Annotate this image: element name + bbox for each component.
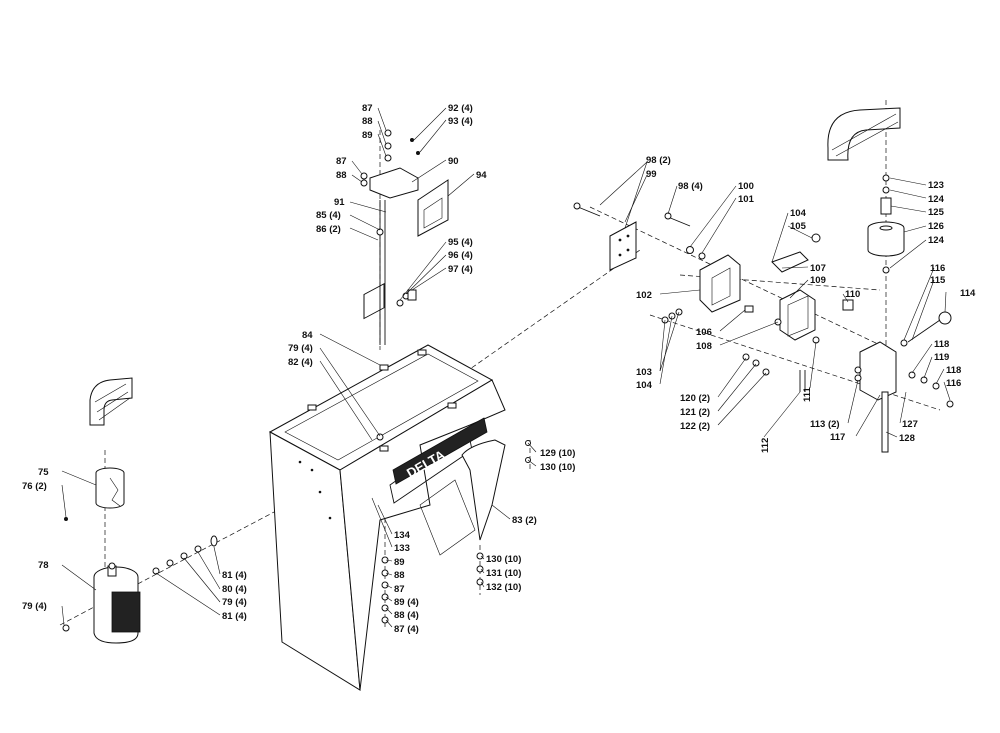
label-104-top: 104 [790,208,807,219]
label-130-top: 130 (10) [540,462,575,473]
label-131: 131 (10) [486,568,521,579]
label-79-mid: 79 (4) [222,597,247,608]
label-118-top: 118 [934,339,949,350]
label-92: 92 (4) [448,103,473,114]
label-94: 94 [476,170,487,181]
label-118-bottom: 118 [946,365,961,376]
drive-drum [95,467,125,509]
label-78: 78 [38,560,49,571]
label-105: 105 [790,221,807,232]
label-130-bottom: 130 (10) [486,554,521,565]
label-119: 119 [934,352,949,363]
label-88-bottom: 88 (4) [394,610,419,621]
label-113: 113 (2) [810,419,840,430]
label-112: 112 [760,438,771,453]
assembly-centerlines [59,100,941,630]
label-110: 110 [845,289,860,300]
label-116-top: 116 [930,263,945,274]
label-106: 106 [696,327,712,338]
label-129: 129 (10) [540,448,575,459]
label-100: 100 [738,181,754,192]
label-89-bottom: 89 (4) [394,597,419,608]
label-104-bottom: 104 [636,380,653,391]
label-121: 121 (2) [680,407,710,418]
label-99: 99 [646,169,657,180]
label-81-bottom: 81 (4) [222,611,247,622]
label-114: 114 [960,288,976,299]
label-79-cabinet: 79 (4) [288,343,313,354]
label-134: 134 [394,530,411,541]
label-96: 96 (4) [448,250,473,261]
label-88-lower: 88 [394,570,405,581]
label-102: 102 [636,290,652,301]
label-123: 123 [928,180,944,191]
label-109: 109 [810,275,826,286]
motor-hardware [62,517,218,632]
leader-lines [61,107,951,628]
label-87-lower: 87 [394,584,405,595]
idler-drum-assembly [827,107,954,453]
label-124-mid: 124 [928,235,945,246]
label-88-bracket: 88 [336,170,347,181]
label-115: 115 [930,275,946,286]
label-81-top: 81 (4) [222,570,247,581]
label-87-bracket: 87 [336,156,347,167]
label-124-top: 124 [928,194,945,205]
label-116-bottom: 116 [946,378,961,389]
label-89-top: 89 [362,130,373,141]
label-122: 122 (2) [680,421,710,432]
label-101: 101 [738,194,755,205]
lower-hardware [381,440,531,624]
label-95: 95 (4) [448,237,473,248]
label-128: 128 [899,433,915,444]
label-87-bottom: 87 (4) [394,624,419,635]
label-90: 90 [448,156,459,167]
label-98-right: 98 (4) [678,181,703,192]
sanding-belt-left [89,377,133,426]
label-97: 97 (4) [448,264,473,275]
label-75: 75 [38,467,49,478]
label-98-top: 98 (2) [646,155,671,166]
label-83: 83 (2) [512,515,537,526]
label-125: 125 [928,207,945,218]
label-87-top: 87 [362,103,373,114]
label-93: 93 (4) [448,116,473,127]
upper-column [360,129,449,345]
label-91: 91 [334,197,345,208]
label-103: 103 [636,367,652,378]
label-76: 76 (2) [22,481,47,492]
label-88-top: 88 [362,116,373,127]
label-133: 133 [394,543,410,554]
label-80: 80 (4) [222,584,247,595]
label-89-lower: 89 [394,557,405,568]
label-126: 126 [928,221,944,232]
label-107: 107 [810,263,826,274]
label-108: 108 [696,341,712,352]
label-127: 127 [902,419,918,430]
label-117: 117 [830,432,845,443]
part-number-labels: 75 76 (2) 78 79 (4) 81 (4) 80 (4) 79 (4)… [22,103,976,635]
label-85: 85 (4) [316,210,341,221]
label-84: 84 [302,330,313,341]
label-82: 82 (4) [288,357,313,368]
motor [93,562,141,644]
leg [461,439,506,541]
tension-bracket-assembly [573,202,854,392]
label-132: 132 (10) [486,582,521,593]
cabinet-stand [268,283,506,691]
label-79-left: 79 (4) [22,601,47,612]
label-86: 86 (2) [316,224,341,235]
label-120: 120 (2) [680,393,710,404]
label-111: 111 [802,386,813,402]
